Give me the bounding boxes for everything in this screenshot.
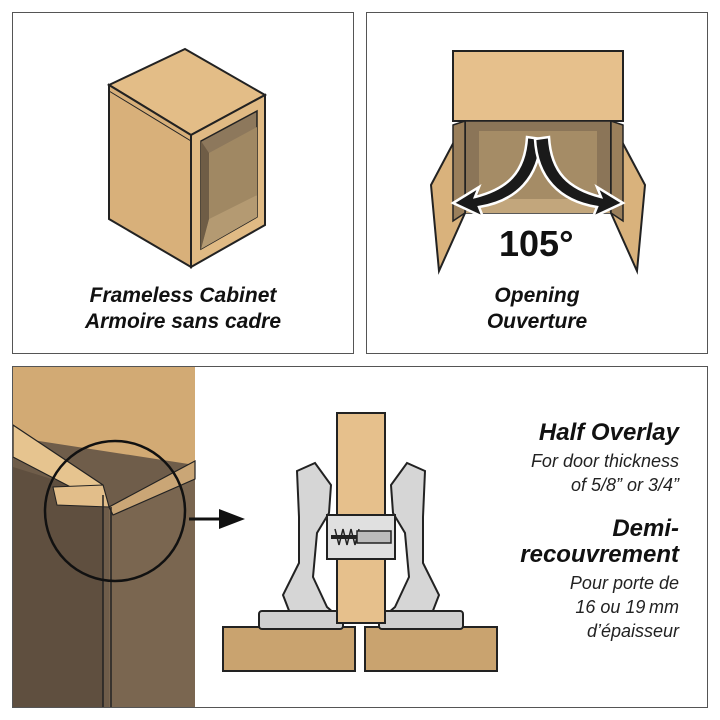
magnifier-circle bbox=[43, 439, 187, 583]
left-arrow-icon bbox=[450, 135, 543, 220]
overlay-desc-french-line2: 16 ou 19 mm bbox=[575, 597, 679, 617]
half-overlay-panel: Half Overlay For door thickness of 5/8” … bbox=[12, 366, 708, 708]
caption-french: Armoire sans cadre bbox=[84, 310, 282, 333]
caption-english: Opening bbox=[494, 284, 580, 307]
right-arrow-icon bbox=[533, 135, 626, 220]
overlay-desc-french-line1: Pour porte de bbox=[569, 573, 679, 593]
overlay-title-french-line1: Demi- bbox=[612, 515, 679, 542]
opening-cabinet-illustration bbox=[429, 50, 647, 275]
overlay-title-french-line2: recouvrement bbox=[520, 541, 679, 568]
overlay-title-english: Half Overlay bbox=[538, 419, 679, 446]
half-overlay-illustration bbox=[13, 367, 498, 707]
caption-french: Ouverture bbox=[486, 310, 588, 333]
overlay-desc-french-line3: d’épaisseur bbox=[586, 621, 679, 641]
pointer-arrow-icon bbox=[219, 509, 245, 529]
opening-angle-value: 105° bbox=[499, 223, 574, 264]
frameless-cabinet-panel: Frameless Cabinet Armoire sans cadre bbox=[12, 12, 354, 354]
overlay-desc-english-line2: of 5/8” or 3/4” bbox=[570, 475, 679, 495]
caption-english: Frameless Cabinet bbox=[89, 284, 277, 307]
overlay-desc-english-line1: For door thickness bbox=[530, 451, 679, 471]
frameless-cabinet-illustration bbox=[106, 47, 268, 269]
opening-angle-panel: 105° Opening Ouverture bbox=[366, 12, 708, 354]
